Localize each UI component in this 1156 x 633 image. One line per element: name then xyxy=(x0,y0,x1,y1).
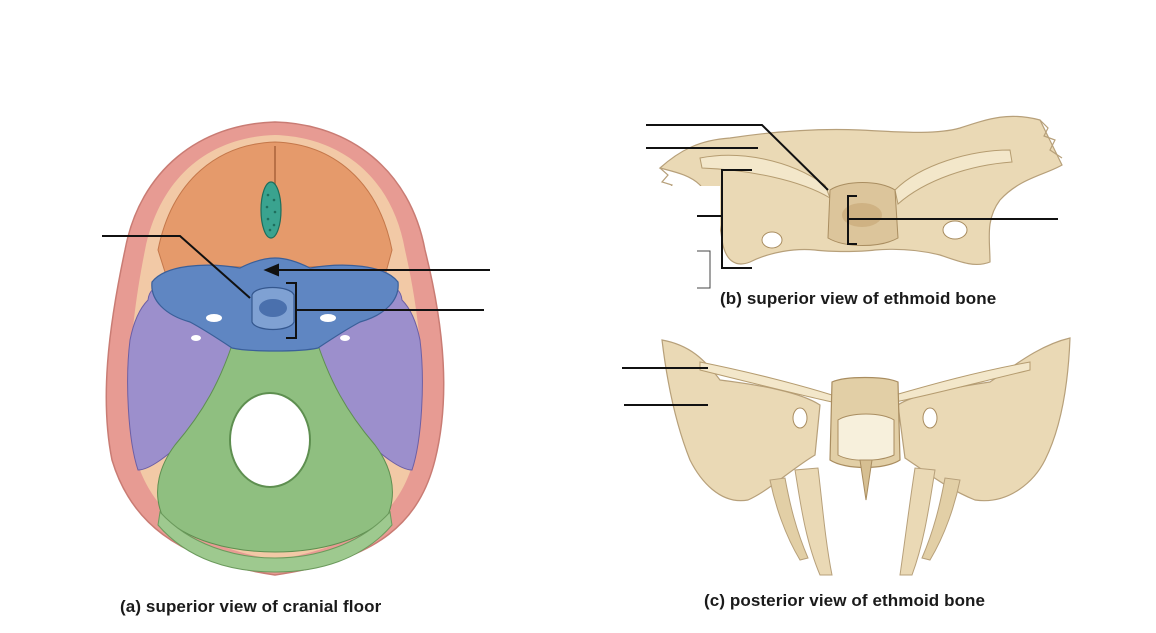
ethmoid-superior-illustration xyxy=(646,115,1063,289)
label-blank-b xyxy=(660,186,720,286)
caption-cranial-floor: (a) superior view of cranial floor xyxy=(120,597,382,616)
foramen-left-small xyxy=(191,335,201,341)
cranial-floor-illustration xyxy=(102,121,490,576)
cribriform-plate xyxy=(260,181,282,239)
foramen-b-left xyxy=(761,231,783,249)
leader-line-a1 xyxy=(102,235,251,299)
lesser-wing-right xyxy=(894,149,1013,205)
fossa-b xyxy=(842,203,882,227)
bracket-b5 xyxy=(697,250,711,289)
foramen-right-small xyxy=(340,335,350,341)
caption-ethmoid-posterior: (c) posterior view of ethmoid bone xyxy=(704,591,986,610)
vomer-spine xyxy=(859,459,873,501)
pterygoid-process-right-lateral xyxy=(921,477,961,561)
optic-foramen-right xyxy=(320,314,336,322)
pterygoid-process-left xyxy=(794,467,833,576)
leader-lines-a xyxy=(102,235,490,339)
leader-lines-c xyxy=(622,367,708,406)
greater-wing-right-c xyxy=(897,337,1071,502)
caption-ethmoid-superior: (b) superior view of ethmoid bone xyxy=(720,289,997,308)
serrated-edge-right xyxy=(1039,119,1063,159)
foramen-c-right xyxy=(922,407,938,429)
arrowhead-a2 xyxy=(263,263,279,277)
foramen-magnum xyxy=(229,392,311,488)
sphenoidal-sinus xyxy=(837,413,895,461)
bracket-b3 xyxy=(721,169,752,269)
leader-line-b1 xyxy=(646,124,829,191)
foramen-b-right xyxy=(942,220,968,240)
leader-lines-b xyxy=(646,124,1058,269)
ethmoid-posterior-illustration xyxy=(622,337,1071,576)
foramen-c-left xyxy=(792,407,808,429)
hypophyseal-fossa xyxy=(259,299,287,317)
optic-foramen-left xyxy=(206,314,222,322)
cribriform-foramina xyxy=(265,193,277,232)
occipital-rim-band xyxy=(157,510,393,573)
pterygoid-process-left-lateral xyxy=(769,477,809,561)
pterygoid-process-right xyxy=(899,467,936,576)
